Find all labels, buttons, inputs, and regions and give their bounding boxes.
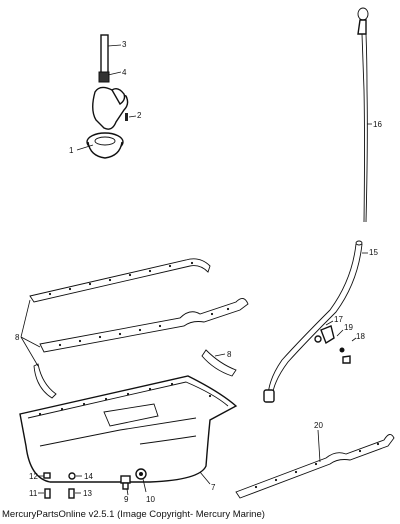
pump-drive-shaft <box>100 34 109 74</box>
upper-side-gasket <box>29 258 211 303</box>
oil-pump-assembly <box>86 34 129 159</box>
dipstick <box>357 7 369 223</box>
callout-11: 11 <box>29 489 38 498</box>
rear-seal-gasket <box>201 349 237 377</box>
callout-1: 1 <box>69 146 74 155</box>
stud-11 <box>44 488 51 499</box>
callout-8-right: 8 <box>227 350 232 359</box>
image-copyright-caption: MercuryPartsOnline v2.5.1 (Image Copyrig… <box>2 509 265 520</box>
pump-stud <box>125 113 128 121</box>
callout-14: 14 <box>84 472 93 481</box>
callout-4: 4 <box>122 68 127 77</box>
bottom-gasket-strip <box>235 434 395 499</box>
callout-3: 3 <box>122 40 127 49</box>
callout-2: 2 <box>137 111 142 120</box>
oil-pan <box>19 375 238 483</box>
callout-12: 12 <box>29 472 38 481</box>
callout-18: 18 <box>356 332 365 341</box>
callout-8-left: 8 <box>15 333 20 342</box>
dipstick-tube <box>263 240 363 403</box>
tube-clamp <box>314 325 351 364</box>
lower-side-gasket <box>39 298 249 353</box>
drain-plug <box>120 475 131 490</box>
callout-15: 15 <box>369 248 378 257</box>
callout-13: 13 <box>83 489 92 498</box>
dipstick-handle-ring <box>357 7 369 21</box>
front-seal-gasket <box>33 363 57 399</box>
callout-20: 20 <box>314 421 323 430</box>
washer-14 <box>68 472 76 480</box>
nut-12 <box>43 472 51 479</box>
callout-10: 10 <box>146 495 155 504</box>
callout-7: 7 <box>211 483 216 492</box>
callout-9: 9 <box>124 495 129 504</box>
callout-19: 19 <box>344 323 353 332</box>
bolt-13 <box>68 488 75 499</box>
pump-shaft-coupling <box>98 71 110 83</box>
callout-16: 16 <box>373 120 382 129</box>
callout-17: 17 <box>334 315 343 324</box>
